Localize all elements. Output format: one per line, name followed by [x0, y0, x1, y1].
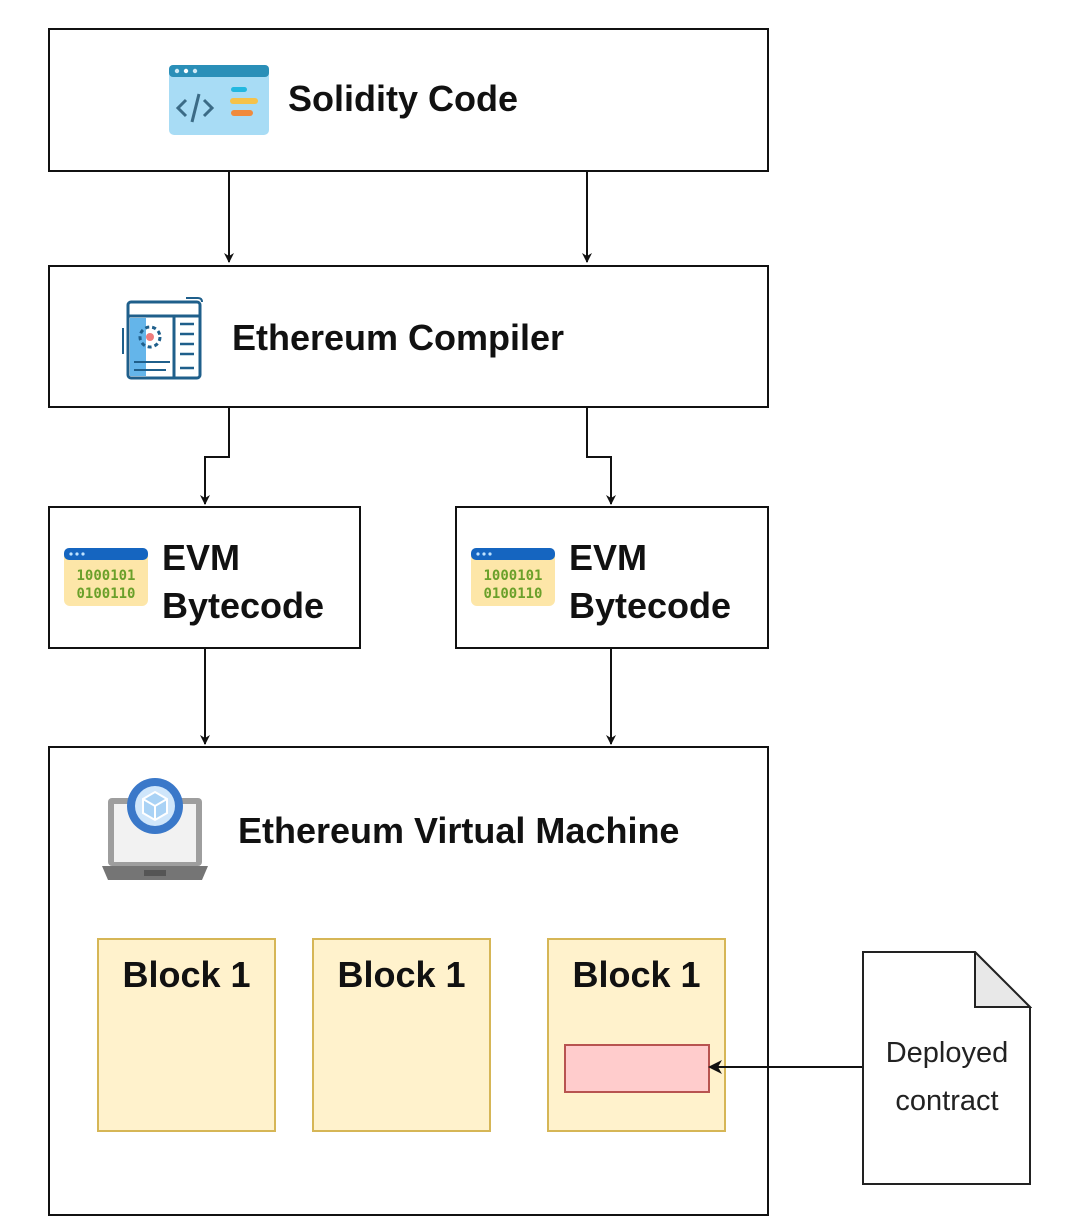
block-3[interactable]: Block 1 — [547, 938, 726, 1132]
block-2[interactable]: Block 1 — [312, 938, 491, 1132]
svg-text:0100110: 0100110 — [76, 586, 135, 602]
evm-bytecode-line2: Bytecode — [569, 585, 732, 626]
ethereum-virtual-machine-box[interactable]: Ethereum Virtual Machine Block 1 Block 1… — [48, 746, 769, 1216]
laptop-cube-icon — [102, 778, 208, 880]
evm-bytecode-label-right: EVM Bytecode — [569, 534, 731, 630]
evm-bytecode-box-left[interactable]: 1000101 0100110 EVM Bytecode — [48, 506, 361, 649]
code-window-icon — [169, 65, 269, 135]
deployed-line1: Deployed — [885, 1037, 1009, 1069]
compiler-settings-icon — [122, 297, 203, 380]
svg-text:1000101: 1000101 — [483, 568, 542, 584]
binary-window-icon: 1000101 0100110 — [64, 548, 148, 606]
evm-bytecode-line1: EVM — [162, 537, 241, 578]
deployed-contract-label: Deployed contract — [862, 1029, 1032, 1125]
solidity-code-box[interactable]: Solidity Code — [48, 28, 769, 172]
svg-text:1000101: 1000101 — [76, 568, 135, 584]
deployed-contract-document[interactable]: Deployed contract — [862, 951, 1032, 1186]
block-1[interactable]: Block 1 — [97, 938, 276, 1132]
block-label: Block 1 — [122, 954, 251, 995]
evm-bytecode-line1: EVM — [569, 537, 648, 578]
ethereum-compiler-label: Ethereum Compiler — [232, 317, 565, 358]
ethereum-virtual-machine-label: Ethereum Virtual Machine — [238, 810, 680, 851]
block-label: Block 1 — [337, 954, 466, 995]
block-label: Block 1 — [572, 954, 701, 995]
document-icon — [862, 951, 1032, 1185]
svg-text:0100110: 0100110 — [483, 586, 542, 602]
evm-bytecode-label-left: EVM Bytecode — [162, 534, 324, 630]
evm-bytecode-line2: Bytecode — [162, 585, 325, 626]
binary-window-icon: 1000101 0100110 — [471, 548, 555, 606]
arrow-compiler-to-bytecode-left — [200, 407, 230, 505]
evm-bytecode-box-right[interactable]: 1000101 0100110 EVM Bytecode — [455, 506, 769, 649]
deployed-line2: contract — [895, 1085, 999, 1117]
solidity-code-label: Solidity Code — [288, 78, 519, 119]
arrow-compiler-to-bytecode-right — [586, 407, 616, 505]
ethereum-compiler-box[interactable]: Ethereum Compiler — [48, 265, 769, 408]
deployed-contract-slot[interactable] — [564, 1044, 710, 1093]
